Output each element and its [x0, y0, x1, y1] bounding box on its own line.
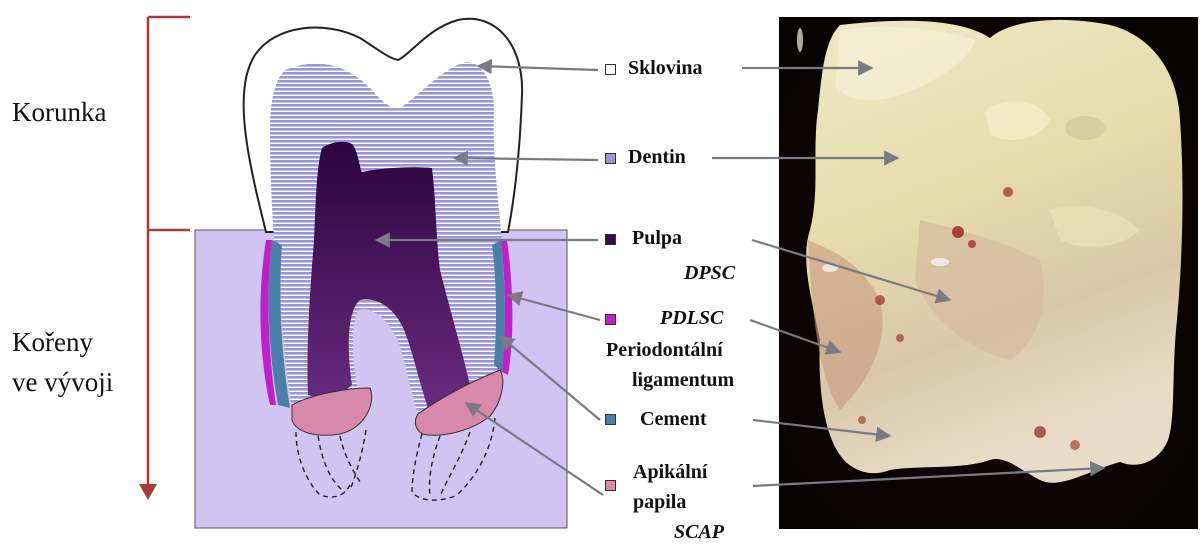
apical-papilla-swatch	[605, 480, 616, 491]
scap-label: SCAP	[674, 521, 724, 544]
pdl-swatch	[605, 314, 616, 325]
dentin-label: Dentin	[628, 146, 686, 169]
crown-root-bracket	[139, 17, 190, 500]
pulp-swatch	[605, 234, 616, 245]
tooth-photo	[779, 17, 1198, 529]
roots-label-line2: ve vývoji	[12, 366, 113, 398]
pdl-label-line1: Periodontální	[606, 339, 723, 362]
enamel-label: Sklovina	[628, 57, 702, 80]
pdlsc-label: PDLSC	[660, 307, 723, 330]
crown-label: Korunka	[12, 96, 106, 128]
roots-label-line1: Kořeny	[12, 326, 93, 358]
cement-label: Cement	[640, 408, 707, 431]
pulp-label: Pulpa	[632, 227, 682, 250]
dpsc-label: DPSC	[684, 262, 735, 285]
pdl-label-line2: ligamentum	[632, 369, 734, 392]
apical-papilla-label-line2: papila	[633, 491, 686, 514]
apical-papilla-label-line1: Apikální	[633, 461, 707, 484]
enamel-swatch	[605, 64, 616, 75]
dentin-swatch	[605, 153, 616, 164]
cement-swatch	[605, 414, 616, 425]
